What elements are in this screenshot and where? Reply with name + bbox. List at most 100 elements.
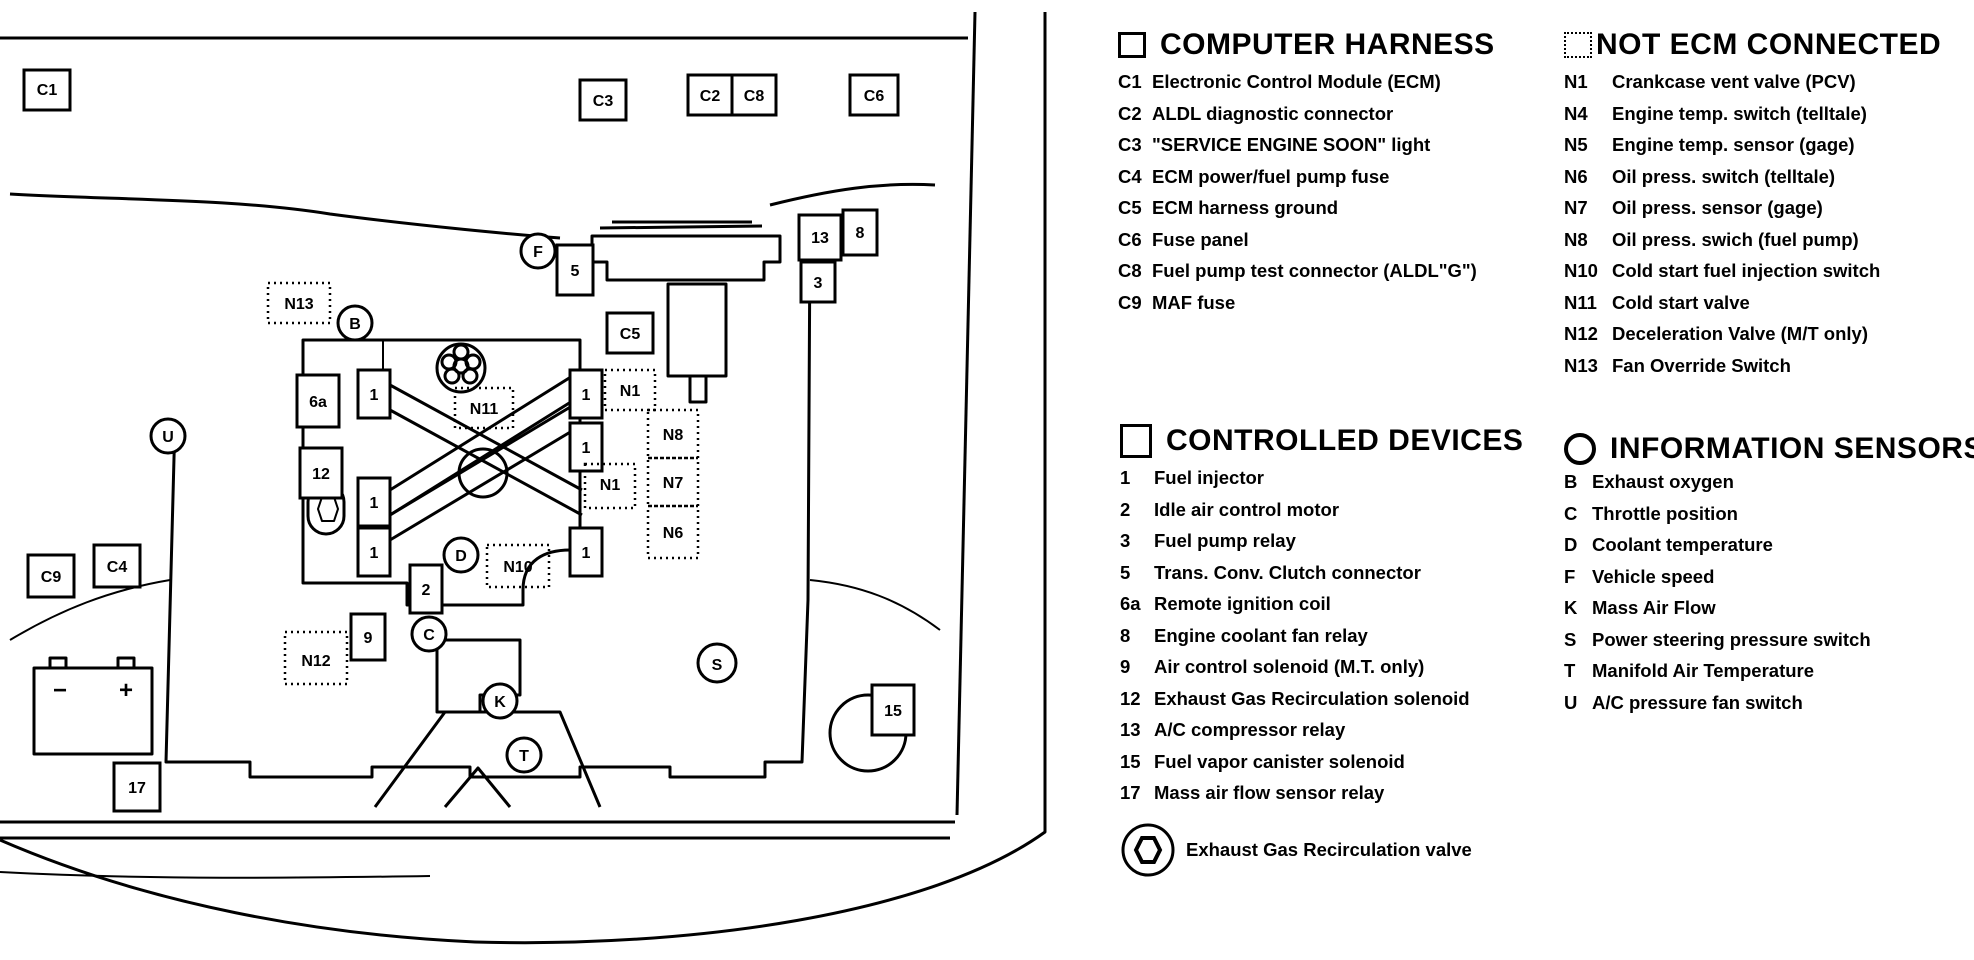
label-N8: N8 [663, 427, 684, 444]
label-T: T [519, 748, 529, 765]
battery-post-neg [48, 656, 68, 670]
label-3: 3 [814, 275, 823, 292]
legend-item-code: 9 [1120, 656, 1131, 677]
label-9: 9 [364, 630, 373, 647]
box-13 [797, 213, 843, 262]
runner-2b [389, 423, 583, 542]
radiator-support-right [769, 182, 936, 207]
legend-item-text: Fuel pump relay [1154, 530, 1296, 551]
label-1e: 1 [582, 440, 591, 457]
legend-item: C3"SERVICE ENGINE SOON" light [1118, 129, 1495, 161]
legend-item-code: N12 [1564, 323, 1598, 344]
legend-item-code: C2 [1118, 102, 1142, 124]
left-inner-fender [9, 579, 171, 641]
box-C4 [92, 543, 142, 589]
legend-item: D Coolant temperature [1564, 529, 1974, 561]
legend-item-code: D [1564, 534, 1578, 555]
legend-item-text: Idle air control motor [1154, 498, 1340, 520]
label-15: 15 [884, 703, 902, 720]
legend-item-code: 1 [1120, 467, 1131, 488]
label-C3: C3 [593, 93, 614, 110]
legend-title-not-ecm: NOT ECM CONNECTED [1564, 28, 1941, 62]
box-6a [295, 373, 341, 429]
fuel-filter [666, 282, 728, 378]
legend-item-code: N8 [1564, 228, 1588, 250]
legend-title-controlled-devices: CONTROLLED DEVICES [1120, 424, 1523, 458]
label-B: B [349, 316, 361, 333]
legend-title-information-sensors: INFORMATION SENSORS [1564, 432, 1974, 466]
air-cleaner-top [599, 224, 763, 230]
dotted-N11 [453, 386, 515, 430]
label-12: 12 [312, 466, 330, 483]
legend-item-code: N10 [1564, 260, 1598, 281]
battery [32, 666, 154, 756]
sensor-D [442, 536, 480, 574]
box-C2 [686, 73, 734, 117]
distributor [435, 342, 487, 394]
box-C8 [730, 73, 778, 117]
sensor-T [505, 736, 543, 774]
box-C6 [848, 73, 900, 117]
legend-item-text: Oil press. switch (telltale) [1612, 165, 1836, 187]
legend-item-code: C [1564, 502, 1578, 524]
box-C9 [26, 553, 76, 599]
solid-box-large-icon [1120, 424, 1152, 458]
box-8 [841, 208, 879, 257]
label-N6: N6 [663, 525, 684, 542]
legend-item: C Throttle position [1564, 498, 1974, 530]
legend-item: 2 Idle air control motor [1120, 494, 1523, 526]
label-8: 8 [856, 225, 865, 242]
legend-item-text: ECM power/fuel pump fuse [1152, 165, 1390, 187]
legend-item-text: "SERVICE ENGINE SOON" light [1152, 134, 1431, 155]
dotted-N7 [646, 456, 700, 508]
legend-item-text: Trans. Conv. Clutch connector [1154, 561, 1421, 583]
legend-item-code: C8 [1118, 260, 1142, 281]
legend-item-text: Exhaust oxygen [1592, 471, 1734, 492]
legend-item-text: Mass Air Flow [1592, 597, 1716, 618]
legend-item-text: Coolant temperature [1592, 534, 1773, 555]
right-inner-fender [809, 579, 941, 631]
engine-bay-outline [164, 229, 812, 779]
box-1f [568, 526, 604, 578]
label-1a: 1 [370, 387, 379, 404]
legend-item-text: Oil press. swich (fuel pump) [1612, 228, 1859, 250]
legend-item-code: C1 [1118, 71, 1142, 92]
circle-icon [1564, 433, 1596, 465]
legend-item-text: Manifold Air Temperature [1592, 660, 1815, 681]
sensor-B [336, 304, 374, 342]
label-17: 17 [128, 780, 146, 797]
legend-item-code: T [1564, 660, 1576, 681]
label-S: S [712, 657, 723, 674]
label-C9: C9 [41, 569, 62, 586]
legend-item-text: Throttle position [1592, 502, 1738, 524]
legend-item-text: Remote ignition coil [1154, 593, 1331, 614]
dotted-N10 [485, 543, 551, 589]
bumper-line [0, 871, 431, 879]
label-N13: N13 [284, 296, 313, 313]
box-12 [298, 446, 344, 500]
box-C5 [605, 311, 655, 355]
box-9 [349, 612, 387, 662]
box-3 [799, 260, 837, 304]
legend-item-code: 2 [1120, 498, 1131, 520]
